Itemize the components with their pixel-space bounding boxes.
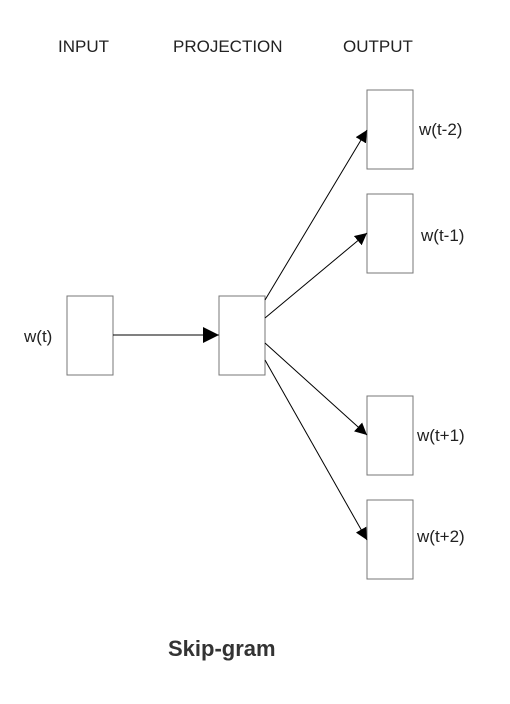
header-input: INPUT: [58, 37, 109, 56]
output-word-label-t+2: w(t+2): [416, 527, 465, 546]
arrow-projection-to-t+1: [264, 342, 368, 436]
output-node-t-2: [366, 89, 414, 170]
output-word-label-t+1: w(t+1): [416, 426, 465, 445]
output-node-t+2: [366, 499, 414, 580]
output-node-t+1: [366, 395, 414, 476]
input-word-label: w(t): [23, 327, 52, 346]
input-node: [66, 295, 114, 376]
output-word-label-t-2: w(t-2): [418, 120, 462, 139]
header-projection: PROJECTION: [173, 37, 283, 56]
arrow-projection-to-t+2: [264, 359, 368, 541]
arrow-projection-to-t-1: [264, 232, 368, 319]
header-output: OUTPUT: [343, 37, 413, 56]
arrow-projection-to-t-2: [264, 129, 368, 301]
diagram-title: Skip-gram: [168, 636, 276, 661]
projection-node: [218, 295, 266, 376]
output-node-t-1: [366, 193, 414, 274]
output-word-label-t-1: w(t-1): [420, 226, 464, 245]
